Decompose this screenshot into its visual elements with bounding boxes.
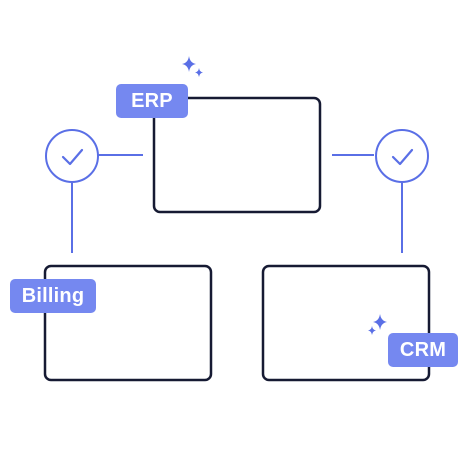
billing-label: Billing xyxy=(10,279,96,313)
erp-label: ERP xyxy=(116,84,188,118)
crm-box xyxy=(261,264,431,382)
check-icon xyxy=(45,129,99,183)
erp-box xyxy=(152,96,322,214)
sparkle-icon xyxy=(368,314,387,335)
sparkle-icon xyxy=(182,56,203,77)
check-icon xyxy=(375,129,429,183)
crm-label: CRM xyxy=(388,333,458,367)
